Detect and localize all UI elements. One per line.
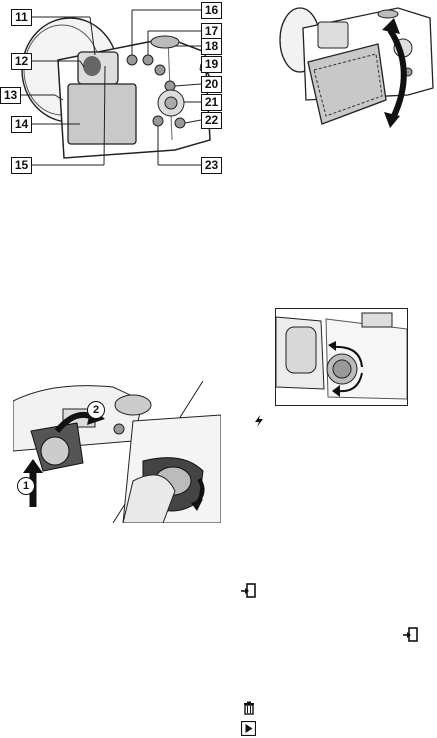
callout-14: 14 — [11, 116, 32, 133]
step-2-marker: 2 — [87, 401, 105, 419]
callout-22: 22 — [201, 112, 222, 129]
callout-23: 23 — [201, 157, 222, 174]
trash-icon — [242, 701, 256, 715]
step-1-marker: 1 — [17, 477, 35, 495]
callout-11: 11 — [11, 9, 32, 26]
callout-16: 16 — [201, 2, 222, 19]
callout-19: 19 — [201, 56, 222, 73]
send-to-smartphone-icon — [402, 627, 416, 641]
callout-21: 21 — [201, 94, 222, 111]
playback-icon — [241, 721, 255, 735]
camera-rear-illustration: 11 12 13 14 15 16 17 18 19 20 21 22 23 — [0, 0, 240, 175]
tilting-monitor-illustration — [278, 0, 437, 133]
callout-20: 20 — [201, 76, 222, 93]
callout-13: 13 — [0, 87, 21, 104]
diopter-dial-illustration — [275, 308, 408, 406]
eyecup-illustration: 2 1 — [13, 381, 221, 523]
send-to-smartphone-icon — [240, 583, 254, 597]
callout-18: 18 — [201, 38, 222, 55]
callout-15: 15 — [11, 157, 32, 174]
flash-icon — [252, 414, 266, 428]
callout-12: 12 — [11, 53, 32, 70]
